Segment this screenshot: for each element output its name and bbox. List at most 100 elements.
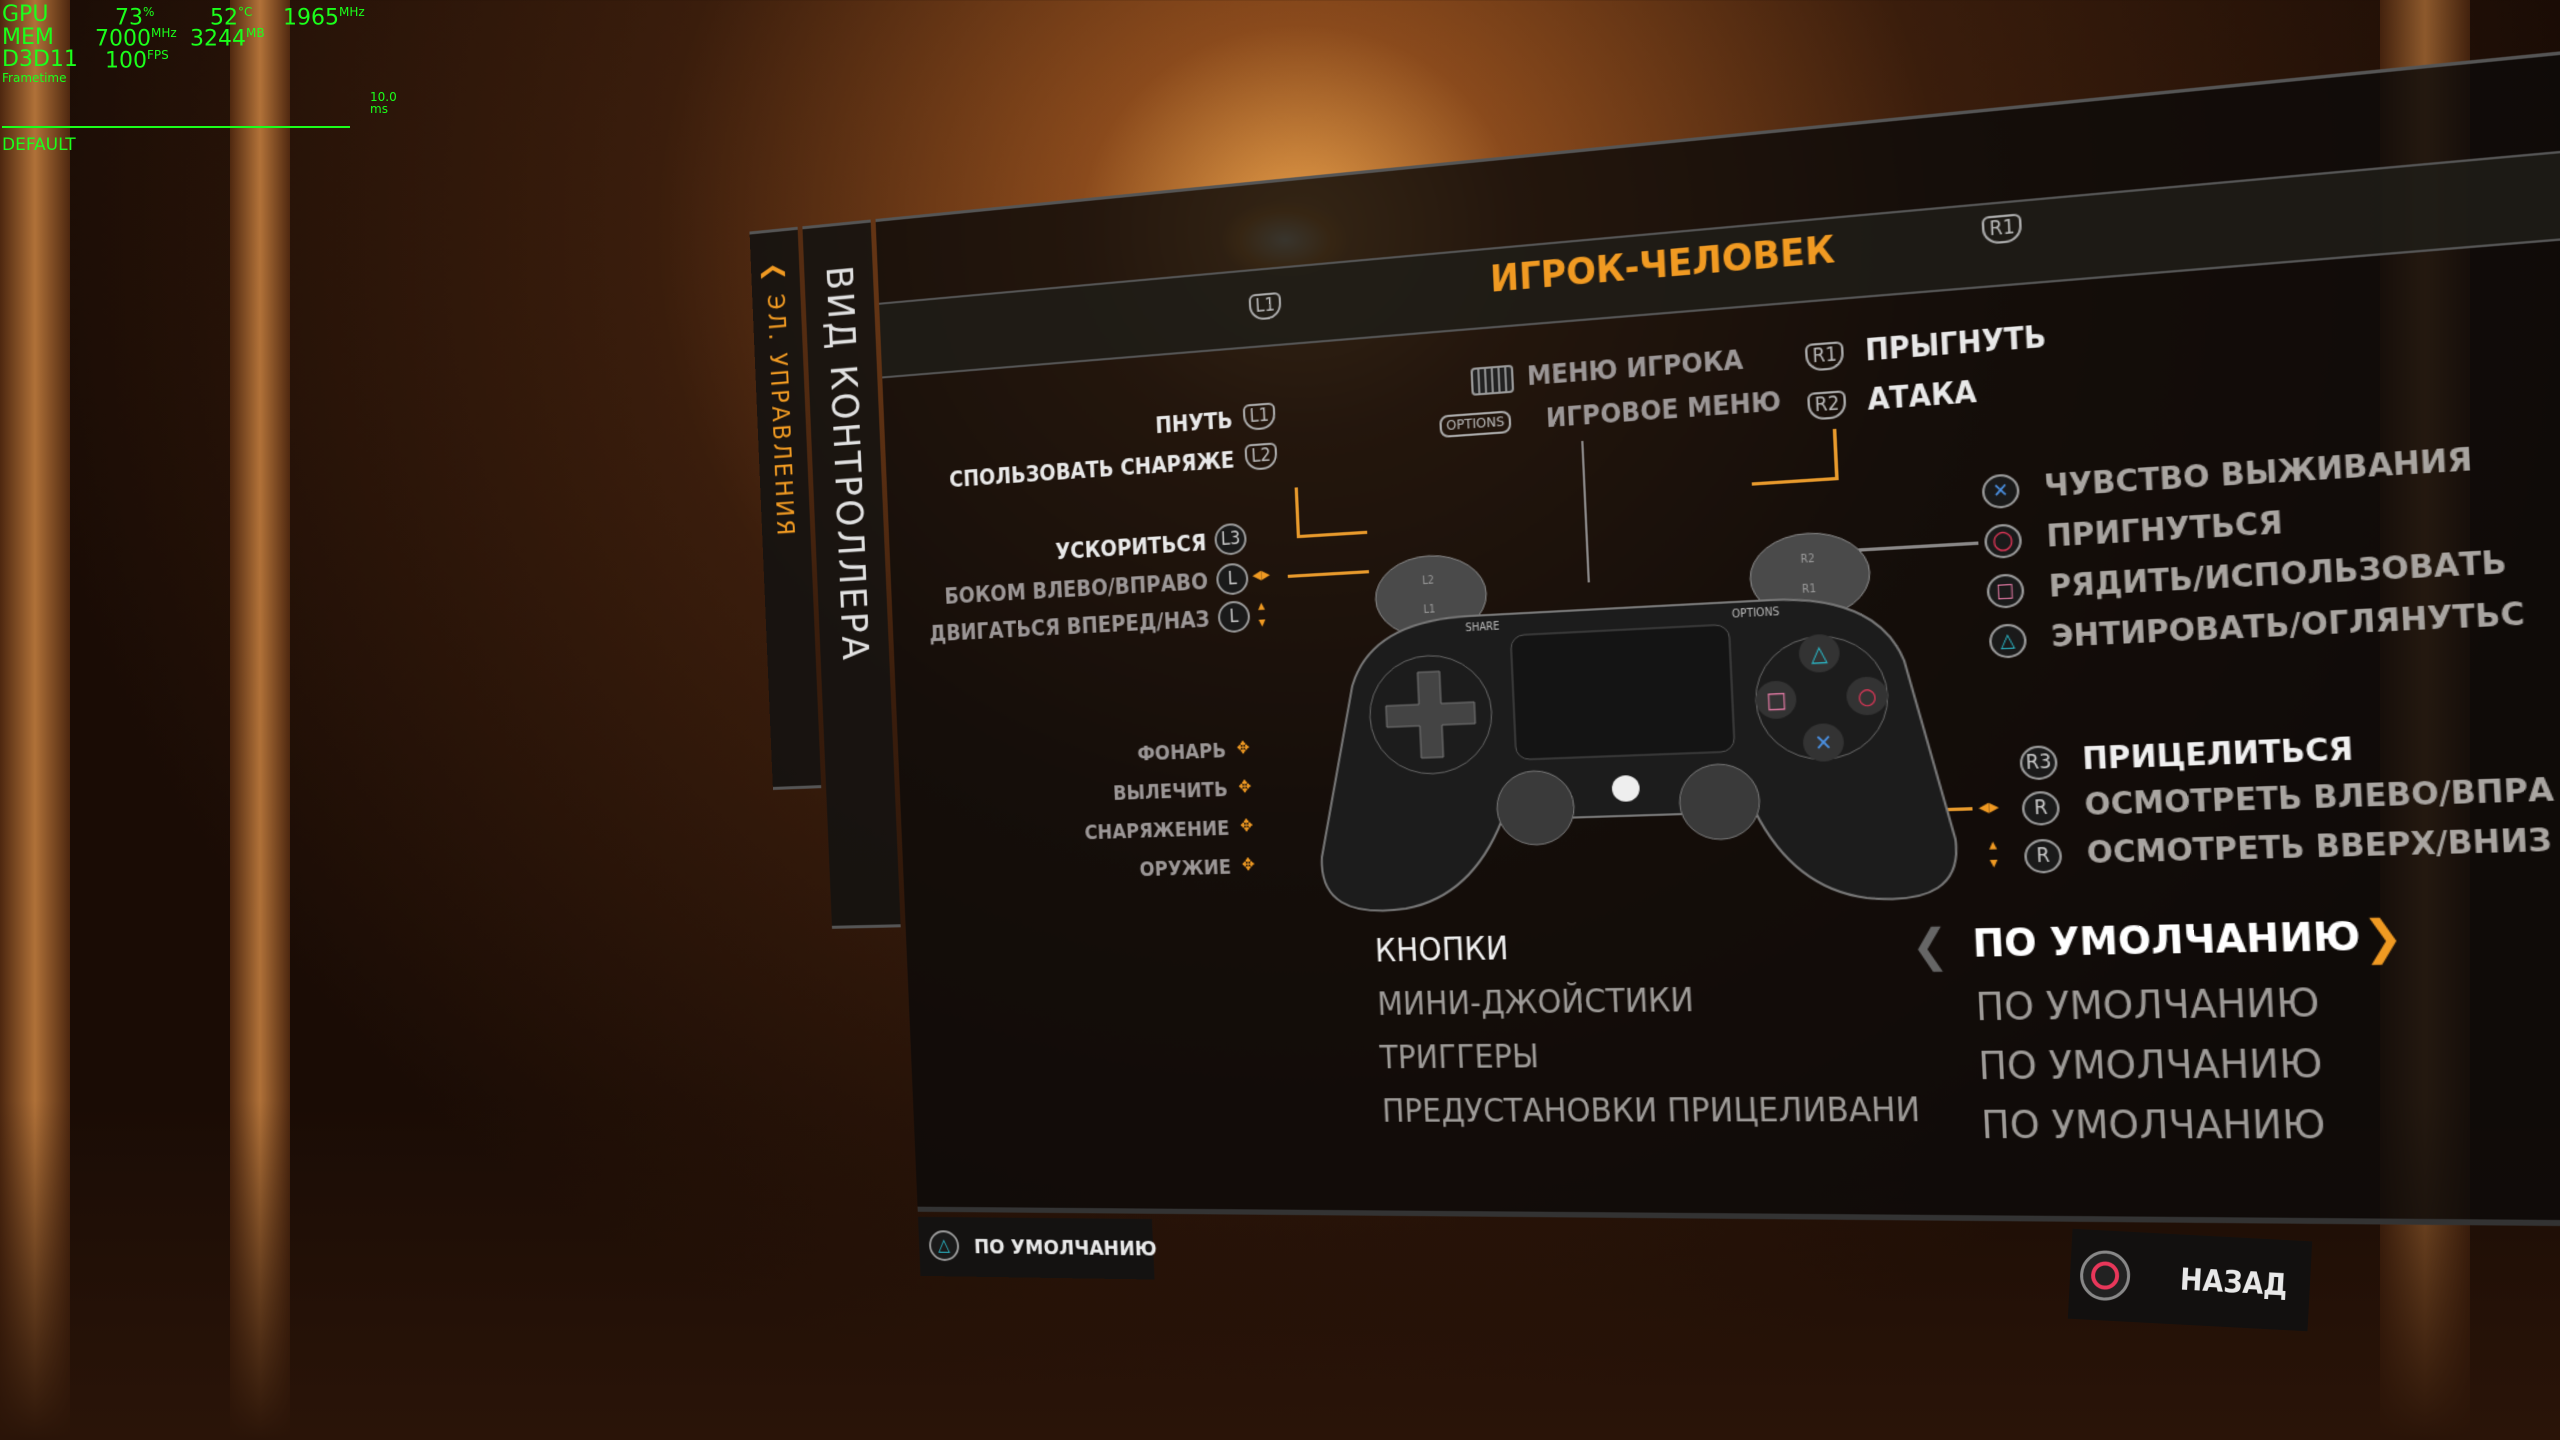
setting-triggers[interactable]: ТРИГГЕРЫ [1379, 1038, 1540, 1078]
triangle-button-icon: △ [1988, 623, 2027, 659]
l2-label: L2 [1422, 575, 1434, 588]
dpad-icon: ✥ [1240, 815, 1254, 835]
hud-frametime-label: Frametime [2, 72, 67, 84]
binding-label: МЕНЮ ИГРОКА [1526, 344, 1744, 391]
hud-fps: 100FPS [105, 49, 169, 72]
svg-text:△: △ [1810, 640, 1828, 667]
binding-label: ПРЫГНУТЬ [1865, 321, 2047, 369]
hud-api-label: D3D11 [2, 49, 78, 71]
r3-icon: R3 [2019, 745, 2058, 781]
triangle-button-icon: △ [928, 1230, 959, 1261]
binding-label: ОСМОТРЕТЬ ВЛЕВО/ВПРА [2084, 772, 2555, 823]
options-button-icon: OPTIONS [1439, 410, 1512, 438]
setting-sticks[interactable]: МИНИ-ДЖОЙСТИКИ [1377, 981, 1695, 1024]
r2-icon: R2 [1807, 390, 1847, 421]
square-button-icon: □ [1986, 573, 2025, 609]
chevron-left-icon[interactable]: ❮ [1910, 921, 1949, 971]
right-stick-icon: R [2021, 791, 2060, 826]
arrows-vertical-icon: ▴▾ [1989, 836, 1999, 873]
binding-label: ИГРОВОЕ МЕНЮ [1545, 386, 1781, 434]
value: 3244 [190, 26, 246, 51]
svg-text:✕: ✕ [1814, 730, 1833, 757]
dpad-icon: ✥ [1241, 854, 1255, 874]
dpad-up-label: ФОНАРЬ [1137, 739, 1227, 766]
unit: MB [246, 26, 265, 40]
arrows-horizontal-icon: ◂▸ [1978, 795, 1999, 819]
hud-profile: DEFAULT [2, 137, 76, 154]
hud-mem-used: 3244MB [190, 27, 265, 50]
r1-label: R1 [1802, 583, 1817, 596]
reset-defaults-button[interactable]: △ ПО УМОЛЧАНИЮ [918, 1217, 1155, 1280]
binding-label: ЧУВСТВО ВЫЖИВАНИЯ [2043, 442, 2473, 505]
options-label: OPTIONS [1732, 606, 1780, 621]
hud-gpu-clock: 1965MHz [283, 6, 365, 29]
setting-buttons[interactable]: КНОПКИ [1374, 930, 1509, 971]
unit: % [143, 5, 154, 19]
r1-icon: R1 [1805, 341, 1845, 372]
svg-text:○: ○ [1857, 683, 1877, 710]
touchpad [1511, 624, 1735, 759]
dpad-icon: ✥ [1236, 737, 1250, 757]
left-stick-icon: L [1217, 600, 1250, 633]
hud-frametime-value: 10.0 ms [370, 91, 397, 115]
l1-icon: L1 [1243, 402, 1276, 431]
value: 1965 [283, 5, 339, 30]
dpad-icon: ✥ [1238, 776, 1252, 796]
setting-value[interactable]: ПО УМОЛЧАНИЮ [1975, 979, 2321, 1032]
label: ЭЛ. УПРАВЛЕНИЯ [762, 293, 800, 539]
controller-layout-screen: ❮ ЭЛ. УПРАВЛЕНИЯ ВИД КОНТРОЛЛЕРА L1 ИГРО… [748, 1, 2560, 1276]
arrows-vertical-icon: ▴▾ [1258, 597, 1266, 631]
value: 100 [105, 48, 147, 73]
setting-value[interactable]: ПО УМОЛЧАНИЮ [1980, 1101, 2326, 1150]
tab-controls-label: ❮ ЭЛ. УПРАВЛЕНИЯ [760, 261, 800, 539]
unit: °C [238, 5, 252, 19]
dpad-right-label: ОРУЖИЕ [1139, 856, 1232, 882]
tab-controller-view-label: ВИД КОНТРОЛЛЕРА [818, 264, 878, 664]
circle-button-icon [2079, 1249, 2132, 1302]
dpad-down-label: ВЫЛЕЧИТЬ [1113, 778, 1229, 805]
setting-value[interactable]: ПО УМОЛЧАНИЮ [1977, 1040, 2323, 1091]
binding-label: РЯДИТЬ/ИСПОЛЬЗОВАТЬ [2048, 545, 2507, 605]
binding-label: ЭНТИРОВАТЬ/ОГЛЯНУТЬС [2051, 596, 2526, 655]
connector-line [1833, 429, 1839, 479]
right-stick-icon: R [2024, 839, 2063, 874]
setting-aim-presets[interactable]: ПРЕДУСТАНОВКИ ПРИЦЕЛИВАНИ [1381, 1091, 1921, 1132]
chevron-icon: ❮ [760, 261, 789, 296]
binding-label: СПОЛЬЗОВАТЬ СНАРЯЖЕ [949, 447, 1235, 492]
circle-button-icon: ○ [1984, 523, 2023, 559]
svg-text:□: □ [1765, 687, 1786, 714]
unit: MHz [339, 5, 365, 19]
back-button[interactable]: НАЗАД [2068, 1229, 2312, 1331]
controller-body: △ □ ○ ✕ [1308, 526, 1958, 912]
binding-label: АТАКА [1867, 376, 1978, 418]
connector-line [1297, 531, 1368, 539]
left-stick-icon: L [1216, 562, 1249, 595]
controller-panel: L1 ИГРОК-ЧЕЛОВЕК R1 ПНУТЬ L1 СПОЛЬЗОВАТЬ… [876, 50, 2560, 1227]
connector-line [1295, 487, 1300, 535]
l2-icon: L2 [1244, 442, 1277, 471]
frametime-graph [2, 126, 350, 128]
page-title: ИГРОК-ЧЕЛОВЕК [880, 161, 2560, 353]
reset-label: ПО УМОЛЧАНИЮ [974, 1234, 1158, 1261]
connector-line [1752, 477, 1839, 486]
touchpad-icon [1470, 365, 1514, 396]
header-bar: L1 ИГРОК-ЧЕЛОВЕК R1 [879, 149, 2560, 379]
hud-mem-clock: 7000MHz [95, 27, 177, 50]
hud-gpu-label: GPU [2, 4, 48, 26]
cross-button-icon: ✕ [1981, 473, 2020, 509]
binding-label: УСКОРИТЬСЯ [1055, 530, 1207, 564]
share-label: SHARE [1465, 621, 1500, 635]
circle-glyph [2090, 1261, 2119, 1290]
l1-label: L1 [1423, 604, 1435, 617]
unit: FPS [147, 48, 169, 62]
dpad-left-label: СНАРЯЖЕНИЕ [1084, 817, 1230, 845]
binding-label: ПРИГНУТЬСЯ [2046, 505, 2284, 554]
binding-label: ПРИЦЕЛИТЬСЯ [2082, 732, 2355, 778]
arrows-horizontal-icon: ◂▸ [1252, 563, 1270, 586]
l3-icon: L3 [1214, 522, 1247, 555]
binding-label: ОСМОТРЕТЬ ВВЕРХ/ВНИЗ [2086, 822, 2553, 871]
setting-value[interactable]: ПО УМОЛЧАНИЮ [1972, 913, 2362, 969]
chevron-right-icon[interactable]: ❯ [2362, 912, 2405, 965]
r2-label: R2 [1800, 553, 1815, 566]
dualshock-controller: △ □ ○ ✕ SHARE OPTIONS L2 L1 R2 R1 [1303, 523, 1965, 921]
